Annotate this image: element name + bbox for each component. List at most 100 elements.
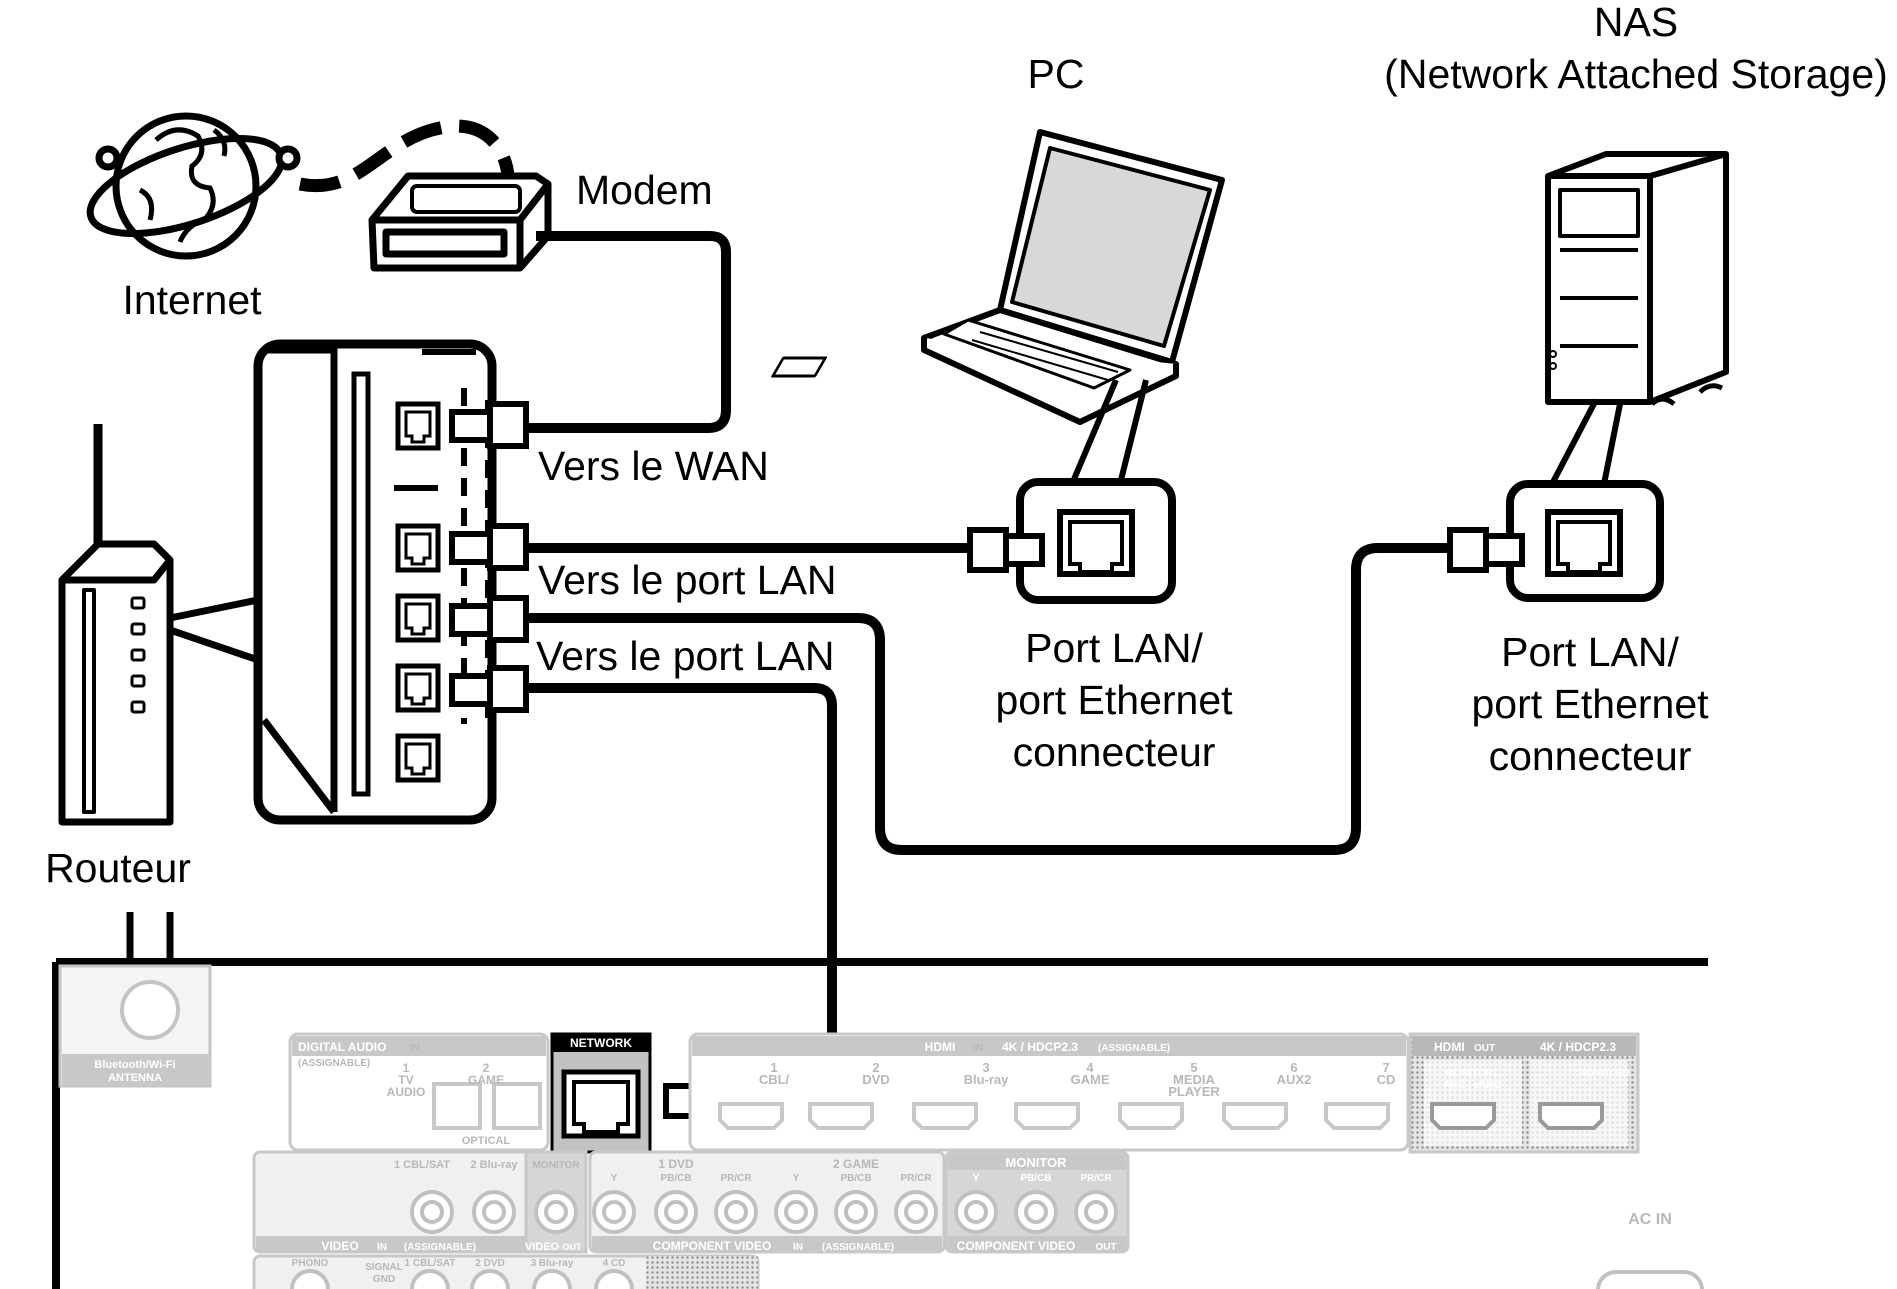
rca-jacks <box>410 1190 1118 1234</box>
modem-icon <box>368 172 552 272</box>
hdmi-in-4-num: 4 <box>1086 1060 1094 1075</box>
optical-label: OPTICAL <box>462 1135 511 1147</box>
nas-lan-port-closeup <box>1506 480 1664 602</box>
modem-label: Modem <box>576 167 713 213</box>
router-lan-port-1 <box>395 523 441 573</box>
nas-cable <box>526 543 1450 855</box>
to-lan-label-2: Vers le port LAN <box>536 633 835 679</box>
pc-label: PC <box>1027 51 1085 97</box>
avr-cable <box>526 683 837 1093</box>
antenna-label-2: ANTENNA <box>108 1072 162 1084</box>
hdmi-out-spec: 4K / HDCP2.3 <box>1540 1040 1616 1054</box>
monitor2-label: MONITOR2 <box>1578 1068 1631 1079</box>
nas-subtitle: (Network Attached Storage) <box>1384 51 1888 97</box>
digital-audio-assignable: (ASSIGNABLE) <box>298 1058 370 1069</box>
avr-rear-panel: Bluetooth/Wi-Fi ANTENNA DIGITAL AUDIO IN… <box>52 912 1708 1289</box>
comp-mon-pb: PB/CB <box>1020 1173 1051 1184</box>
monitor1-label: MONITOR1 <box>1446 1068 1499 1079</box>
lan-plug-nas <box>449 595 529 643</box>
digital-audio-in-badge: IN <box>410 1043 420 1054</box>
pc-port-line-1: Port LAN/ <box>1025 625 1203 671</box>
audio-in-3: 3 Blu-ray <box>531 1258 574 1269</box>
nas-port-line-1: Port LAN/ <box>1501 629 1679 675</box>
ac-in-label: AC IN <box>1628 1211 1672 1228</box>
hdmi-in-7-name: CD <box>1377 1072 1396 1087</box>
comp-ch-pb-2: PB/CB <box>840 1173 871 1184</box>
router-lan-port-4 <box>395 733 441 783</box>
nas-title: NAS <box>1593 0 1679 45</box>
hdmi-in-title: HDMI <box>925 1040 956 1054</box>
to-wan-label: Vers le WAN <box>538 443 769 489</box>
router-callout <box>168 596 260 664</box>
comp-in-badge: IN <box>793 1242 803 1253</box>
hdmi-in-2-num: 2 <box>872 1060 879 1075</box>
signal-gnd-2: GND <box>373 1274 395 1285</box>
comp-group-2: 2 GAME <box>833 1157 879 1171</box>
pc-port-line-2: port Ethernet <box>995 677 1233 723</box>
router-lan-port-2 <box>395 593 441 643</box>
lan-plug-pc <box>449 523 529 571</box>
hdmi-in-3-name: Blu-ray <box>964 1072 1010 1087</box>
hdmi-in-6-num: 6 <box>1290 1060 1297 1075</box>
router-icon <box>58 424 174 826</box>
hdmi-in-4-name: GAME <box>1071 1072 1110 1087</box>
video-monitor-label: MONITOR <box>532 1160 580 1171</box>
video-in-1: 1 CBL/SAT <box>394 1159 450 1171</box>
comp-mon-pr: PR/CR <box>1080 1173 1112 1184</box>
comp-mon-y: Y <box>973 1173 980 1184</box>
comp-ch-y-2: Y <box>793 1173 800 1184</box>
hdmi-in-1-name: CBL/ <box>759 1072 790 1087</box>
tv-audio-name: TV <box>398 1073 413 1087</box>
antenna-label-1: Bluetooth/Wi-Fi <box>94 1059 175 1071</box>
to-lan-label-1: Vers le port LAN <box>538 557 837 603</box>
pc-port-caption: Port LAN/ port Ethernet connecteur <box>995 622 1232 778</box>
hdmi-in-assignable: (ASSIGNABLE) <box>1098 1043 1170 1054</box>
hdmi-in-5-num: 5 <box>1190 1060 1197 1075</box>
wan-cable <box>520 231 731 433</box>
game-optical-name: GAME <box>468 1073 504 1087</box>
pc-port-line-3: connecteur <box>1012 729 1216 775</box>
video-in-2: 2 Blu-ray <box>470 1159 518 1171</box>
audio-in-1: 1 CBL/SAT <box>405 1258 456 1269</box>
hdmi-out-badge: OUT <box>1474 1043 1495 1054</box>
comp-group-1: 1 DVD <box>658 1157 694 1171</box>
tv-audio-sub: AUDIO <box>387 1085 426 1099</box>
video-in-title: VIDEO <box>321 1239 358 1253</box>
hdmi-in-1-num: 1 <box>770 1060 777 1075</box>
wan-plug <box>449 401 529 449</box>
internet-link-dashed <box>298 119 515 193</box>
game-optical-num: 2 <box>483 1061 490 1075</box>
hdmi-in-ports <box>718 1102 1390 1130</box>
digital-audio-title: DIGITAL AUDIO <box>298 1040 386 1054</box>
comp-ch-y: Y <box>611 1173 618 1184</box>
phono-label: PHONO <box>292 1258 329 1269</box>
comp-ch-pr-2: PR/CR <box>900 1173 932 1184</box>
nas-port-caption: Port LAN/ port Ethernet connecteur <box>1471 626 1708 782</box>
hdmi-in-spec: 4K / HDCP2.3 <box>1002 1040 1078 1054</box>
router-label: Routeur <box>45 845 191 891</box>
lan-plug-avr <box>449 665 529 713</box>
hdmi-out-title: HDMI <box>1434 1040 1465 1054</box>
hdmi-in-5-name2: PLAYER <box>1168 1084 1220 1099</box>
hdmi-in-badge: IN <box>973 1043 983 1054</box>
video-in-badge: IN <box>377 1242 387 1253</box>
video-out-badge: OUT <box>563 1242 583 1252</box>
tv-audio-num: 1 <box>403 1061 410 1075</box>
video-in-assignable: (ASSIGNABLE) <box>404 1242 476 1253</box>
router-lan-ports <box>395 401 441 783</box>
hdmi-in-5-name: MEDIA <box>1173 1072 1216 1087</box>
hdmi-in-2-name: DVD <box>862 1072 889 1087</box>
comp-ch-pr: PR/CR <box>720 1173 752 1184</box>
hdmi-in-3-num: 3 <box>982 1060 989 1075</box>
nas-plug <box>1447 527 1525 573</box>
comp-monitor-title: MONITOR <box>1005 1155 1067 1170</box>
comp-video-in-title: COMPONENT VIDEO <box>653 1239 772 1253</box>
pc-callout <box>1069 378 1149 486</box>
audio-in-2: 2 DVD <box>475 1258 504 1269</box>
comp-out-badge: OUT <box>1095 1242 1116 1253</box>
router-wan-port <box>395 401 441 451</box>
comp-in-assignable: (ASSIGNABLE) <box>822 1242 894 1253</box>
comp-video-out-title: COMPONENT VIDEO <box>957 1239 1076 1253</box>
nas-port-line-2: port Ethernet <box>1471 681 1709 727</box>
pc-lan-port-closeup <box>1016 478 1176 604</box>
